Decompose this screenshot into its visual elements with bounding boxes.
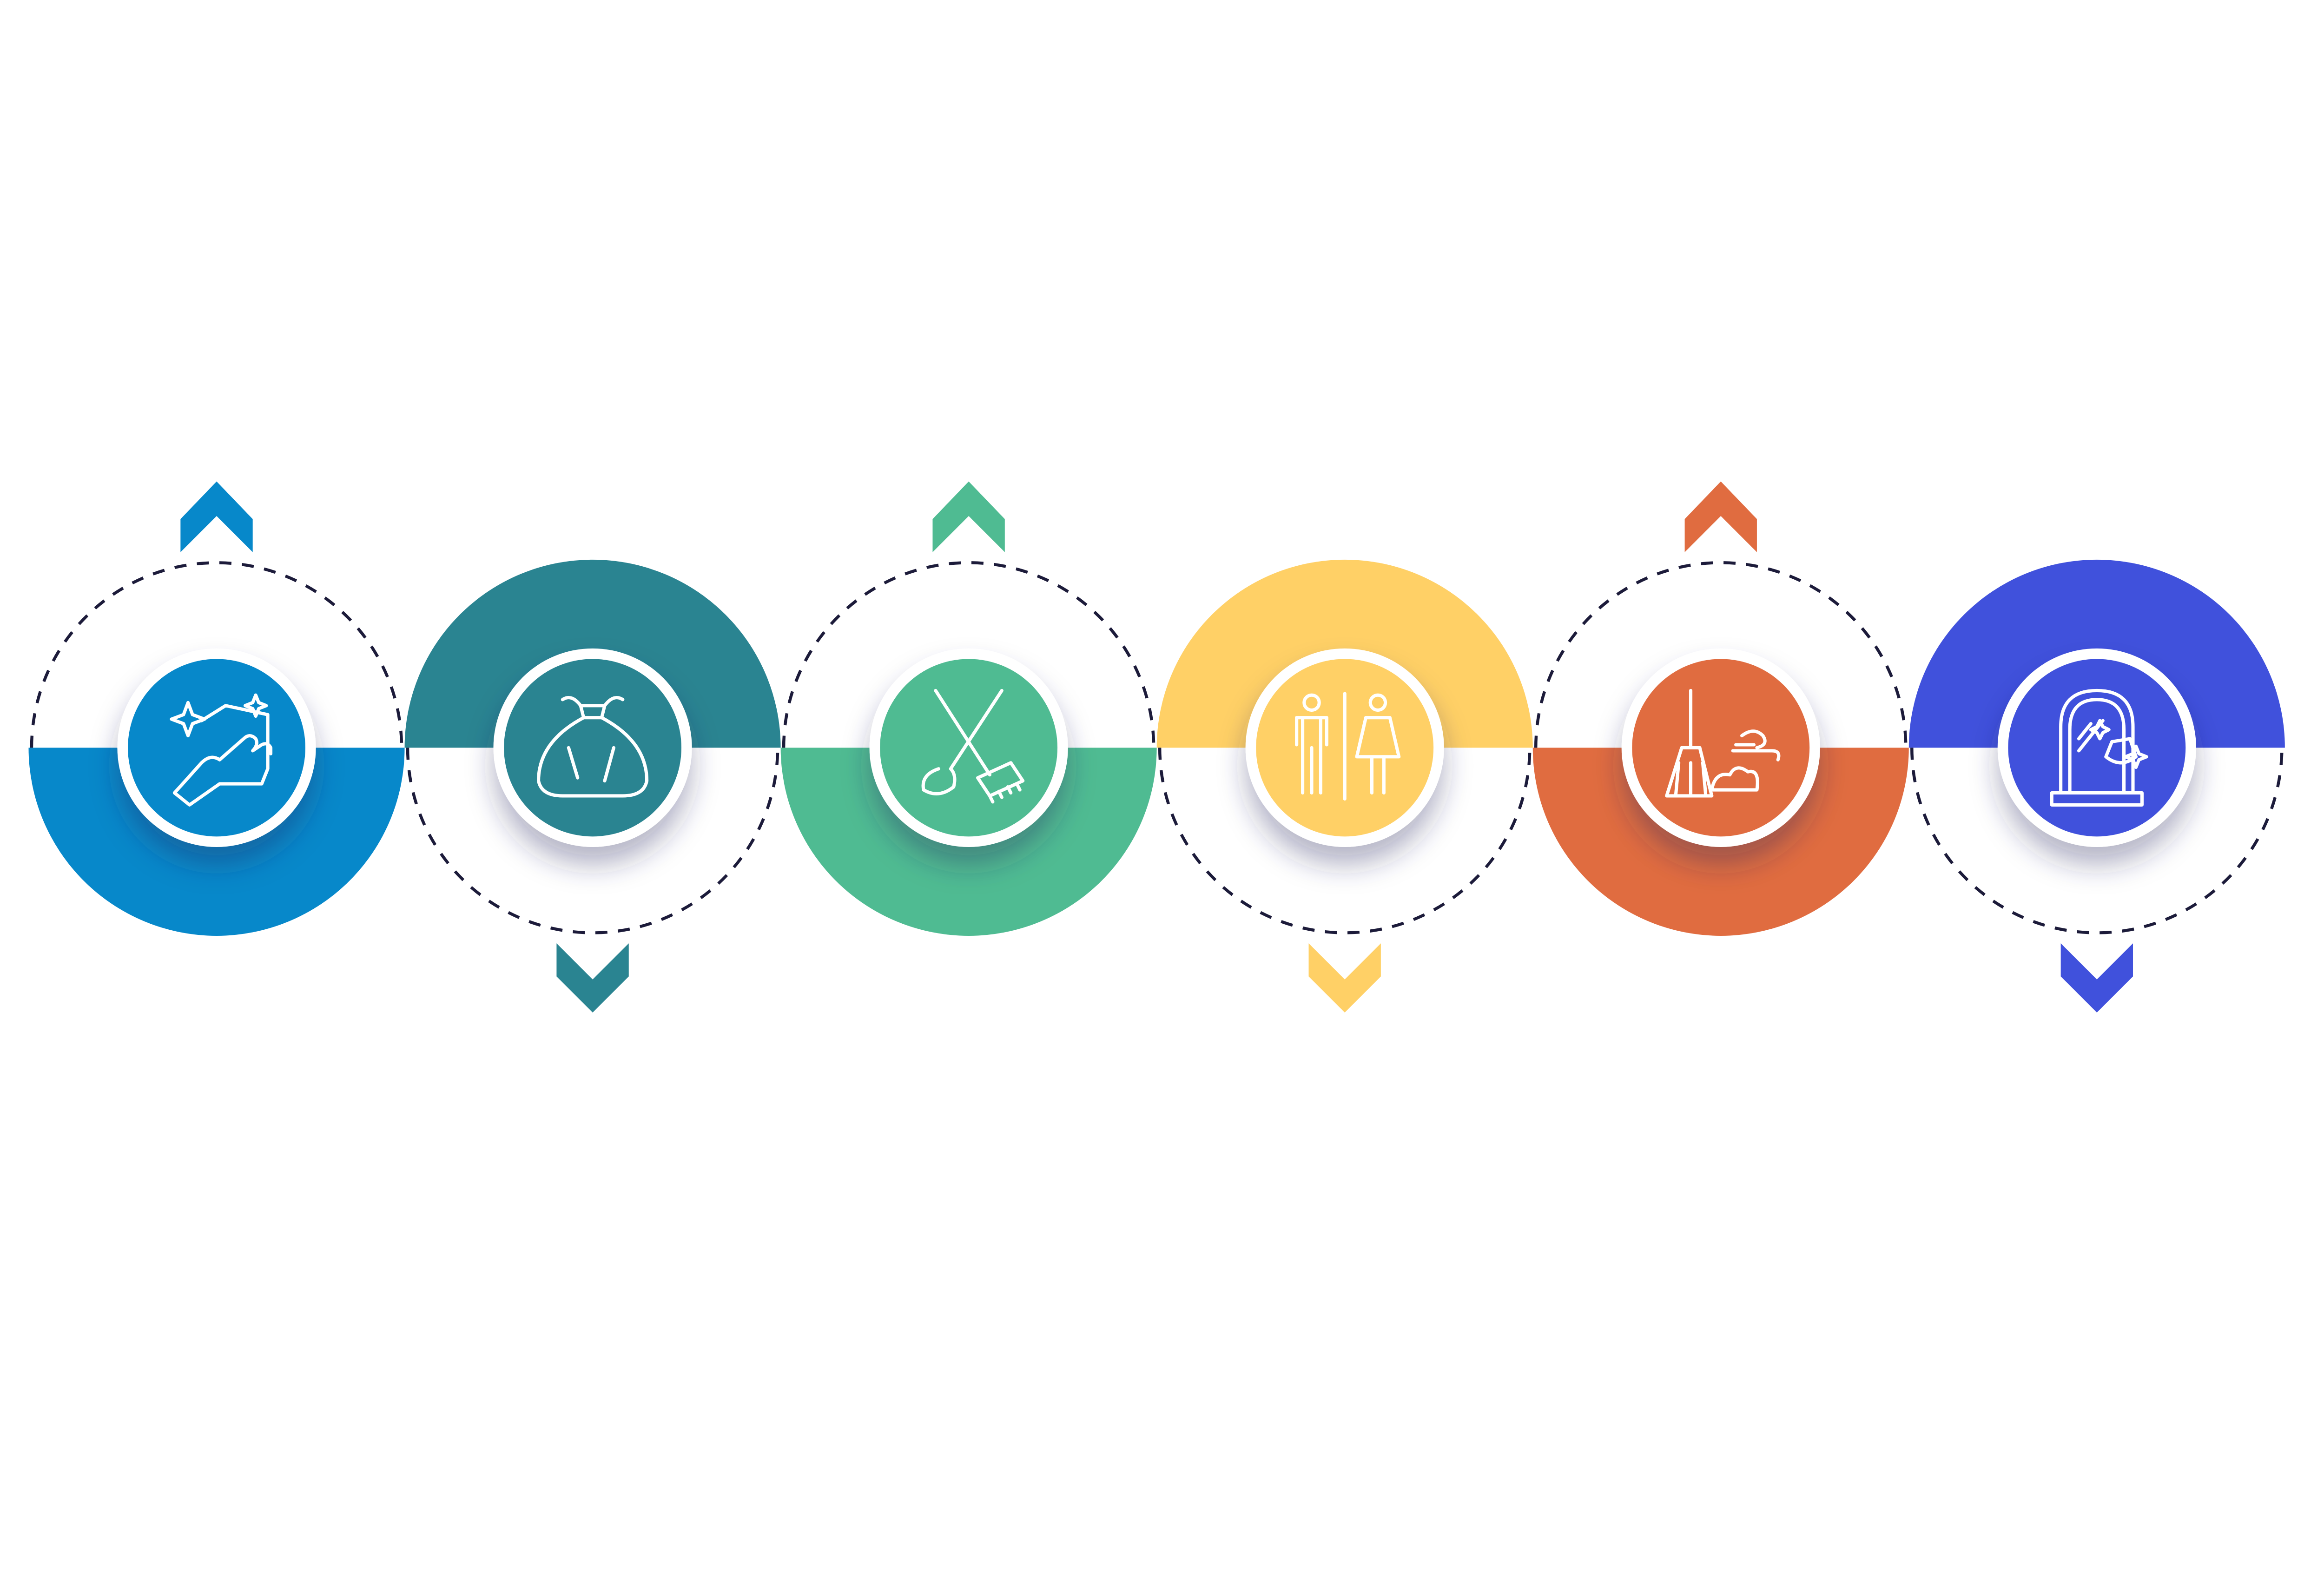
- dashed-half-ring: [30, 561, 403, 748]
- chevron-up-icon: [1684, 481, 1757, 552]
- dashed-half-ring: [782, 561, 1155, 748]
- steps-group: [28, 481, 2285, 1013]
- step-window: [1908, 559, 2285, 1013]
- step-mop: [780, 481, 1157, 936]
- trash-bag-icon: [537, 696, 649, 798]
- window-cleaning-icon: [2050, 689, 2148, 807]
- chevron-up-icon: [932, 481, 1005, 552]
- chevron-up-icon: [180, 481, 253, 552]
- badge-inner: [128, 659, 305, 837]
- dashed-half-ring: [406, 748, 779, 934]
- badge-inner: [1632, 659, 1810, 837]
- chevron-down-icon: [556, 943, 629, 1013]
- step-sweep: [1532, 481, 1909, 936]
- hand-wiping-cloth-icon: [170, 693, 273, 807]
- restroom-icon: [1295, 692, 1401, 801]
- badge-inner: [2008, 659, 2186, 837]
- broom-sweeping-icon: [1665, 689, 1781, 798]
- dashed-half-ring: [1910, 748, 2284, 934]
- dashed-half-ring: [1158, 748, 1532, 934]
- step-restroom: [1156, 559, 1533, 1013]
- dashed-half-ring: [1534, 561, 1908, 748]
- chevron-down-icon: [2060, 943, 2133, 1013]
- step-trash: [404, 559, 781, 1013]
- badge-inner: [880, 659, 1058, 837]
- cleaning-process-diagram: [28, 481, 2285, 1013]
- badge-inner: [504, 659, 682, 837]
- chevron-down-icon: [1308, 943, 1381, 1013]
- mop-and-brush-icon: [921, 689, 1025, 804]
- step-wipe: [28, 481, 405, 936]
